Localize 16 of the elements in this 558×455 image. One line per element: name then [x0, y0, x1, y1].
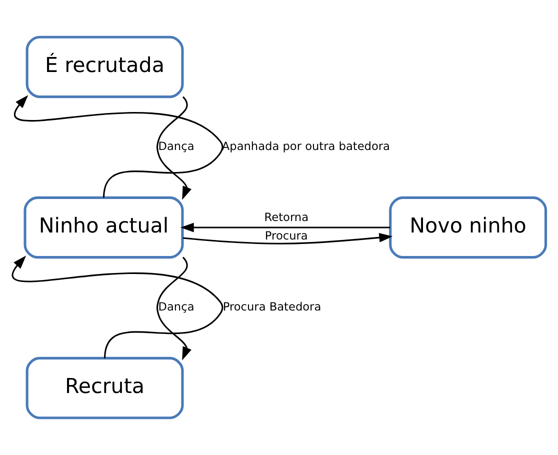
arrow	[14, 95, 224, 198]
edge-label: Procura Batedora	[222, 300, 322, 314]
node-box: Recruta	[26, 356, 184, 420]
arrow	[156, 96, 192, 200]
arrow	[156, 256, 192, 360]
arrow	[12, 256, 224, 358]
arrow	[180, 222, 390, 232]
node-box: Novo ninho	[389, 196, 548, 259]
arrow	[182, 232, 393, 244]
node-box: Ninho actual	[24, 196, 184, 259]
node-box: É recrutada	[26, 36, 184, 98]
edge-label: Dança	[158, 300, 194, 314]
edge-label: Apanhada por outra batedora	[222, 139, 390, 154]
edge-label: Procura	[264, 228, 308, 243]
edge-label: Dança	[158, 139, 194, 154]
edge-label: Retorna	[264, 210, 309, 224]
